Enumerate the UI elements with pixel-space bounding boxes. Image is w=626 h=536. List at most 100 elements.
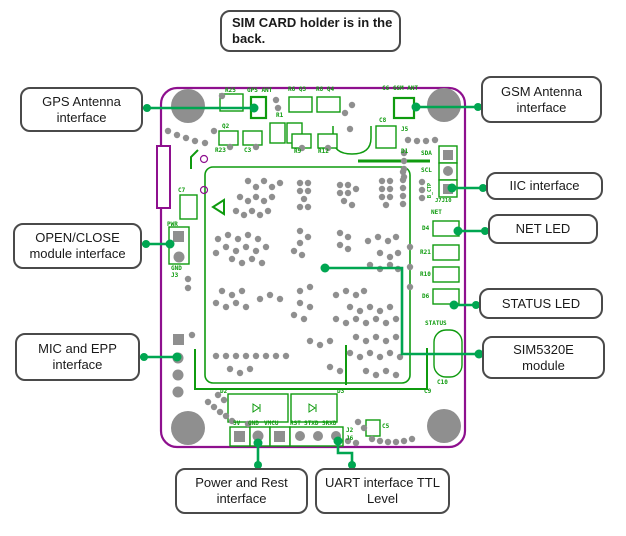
leader-iic-dot (479, 184, 487, 192)
via-pad (408, 435, 416, 443)
leader-gsm-antenna-dot (411, 102, 421, 112)
via-pad (216, 408, 224, 416)
ref-designator-label: C6 GSM ANT (382, 85, 419, 92)
via-pad (341, 109, 349, 117)
via-pad (346, 349, 354, 357)
pin-pad-square (173, 231, 184, 242)
via-pad (272, 96, 280, 104)
via-pad (384, 237, 392, 245)
via-pad (300, 315, 308, 323)
via-pad (382, 201, 390, 209)
via-pad (254, 235, 262, 243)
leader-power-rest-dot (253, 438, 263, 448)
via-pad (173, 131, 181, 139)
ref-designator-label: C9 (424, 388, 432, 395)
via-pad (240, 211, 248, 219)
ref-designator-label: R8 Q4 (316, 86, 334, 93)
via-pad (212, 299, 220, 307)
via-pad (431, 136, 439, 144)
via-pad (256, 211, 264, 219)
via-pad (296, 239, 304, 247)
ref-designator-label: STATUS (425, 320, 447, 327)
callout-sim5320e-module: SIM5320E module (482, 336, 605, 379)
ref-designator-label: J6 (346, 435, 354, 442)
pin-pad-square (274, 431, 285, 442)
ref-designator-label: R25 (225, 87, 236, 94)
via-pad (340, 197, 348, 205)
callout-mic-and-epp-interface: MIC and EPP interface (15, 333, 140, 381)
via-pad (342, 287, 350, 295)
leader-uart (336, 440, 354, 467)
via-pad (386, 349, 394, 357)
via-pad (376, 353, 384, 361)
via-pad (364, 237, 372, 245)
callout-power-and-rest-interface: Power and Rest interface (175, 468, 308, 514)
pin1-triangle-marker (211, 198, 225, 216)
via-pad (184, 275, 192, 283)
via-pad (262, 352, 270, 360)
via-pad (344, 233, 352, 241)
via-pad (218, 92, 226, 100)
component-footprint (432, 288, 460, 305)
via-pad (348, 101, 356, 109)
via-pad (362, 367, 370, 375)
leader-gps-antenna-dot (249, 103, 259, 113)
via-pad (244, 231, 252, 239)
via-pad (418, 194, 426, 202)
via-pad (210, 127, 218, 135)
via-pad (392, 315, 400, 323)
pin-pad-square (234, 431, 245, 442)
via-pad (238, 259, 246, 267)
via-pad (296, 299, 304, 307)
via-pad (418, 178, 426, 186)
via-pad (201, 139, 209, 147)
pin-pad-round (252, 430, 264, 442)
via-pad (400, 149, 408, 157)
ref-designator-label: NET (431, 209, 442, 216)
callout-net-led: NET LED (488, 214, 598, 244)
via-pad (226, 143, 234, 151)
board-edge-notch (156, 145, 171, 209)
via-pad (376, 249, 384, 257)
leader-sim5320e-dot (320, 263, 330, 273)
via-pad (222, 243, 230, 251)
via-pad (228, 255, 236, 263)
component-footprint (218, 130, 239, 146)
via-pad (336, 181, 344, 189)
via-pad (346, 125, 354, 133)
pin-pad-round (172, 386, 184, 398)
ref-designator-label: R12 (318, 148, 329, 155)
via-pad (268, 193, 276, 201)
ref-designator-label: PWR (167, 221, 178, 228)
via-pad (210, 403, 218, 411)
via-pad (316, 341, 324, 349)
via-pad (336, 241, 344, 249)
ref-designator-label: D2 (220, 388, 228, 395)
via-pad (246, 365, 254, 373)
via-pad (336, 189, 344, 197)
leader-power-rest-dot (254, 461, 262, 469)
via-pad (352, 315, 360, 323)
callout-gsm-antenna-interface: GSM Antenna interface (481, 76, 602, 123)
ref-designator-label: GPS ANT (247, 87, 273, 94)
via-pad (404, 136, 412, 144)
ref-designator-label: D3 (337, 388, 345, 395)
ref-designator-label: 5V (233, 420, 241, 427)
via-pad (356, 307, 364, 315)
via-pad (368, 435, 376, 443)
via-pad (392, 371, 400, 379)
ref-designator-label: C8 (379, 117, 387, 124)
via-pad (282, 352, 290, 360)
via-pad (236, 193, 244, 201)
callout-iic-interface: IIC interface (486, 172, 603, 200)
mounting-hole (427, 409, 461, 443)
diode-symbol (252, 403, 260, 413)
leader-iic-dot (447, 183, 457, 193)
via-pad (296, 187, 304, 195)
ref-designator-label: SRXD (322, 420, 337, 427)
diode-symbol (308, 403, 316, 413)
pin-pad-round (173, 251, 185, 263)
silkscreen-trace (190, 149, 199, 169)
leader-gsm-antenna-dot (474, 103, 482, 111)
ref-designator-label: D6 (422, 293, 430, 300)
